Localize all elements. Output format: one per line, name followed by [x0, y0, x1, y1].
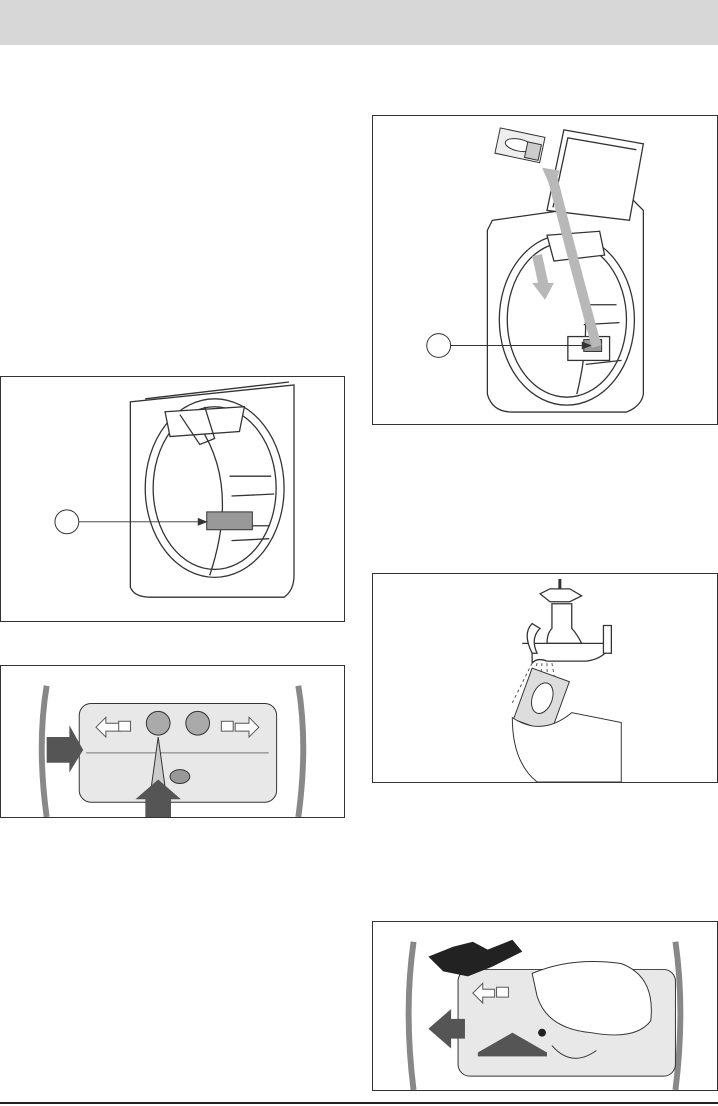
bottom-rule — [0, 1102, 718, 1104]
filter-lock-illustration — [373, 922, 717, 1090]
push-arrow-icon — [47, 725, 84, 772]
figure-dryer-filter-location — [0, 376, 345, 622]
page-header-bar — [0, 0, 718, 45]
filter-unlock-illustration — [1, 666, 344, 817]
filter-rinse-illustration — [373, 574, 717, 782]
callout-circle — [55, 510, 79, 534]
figure-dryer-filter-open — [372, 115, 718, 425]
dryer-closed-illustration — [1, 377, 344, 621]
figure-filter-unlock — [0, 665, 345, 818]
dryer-open-illustration — [373, 116, 717, 424]
removed-filter-icon — [495, 128, 545, 163]
figure-filter-lock — [372, 921, 718, 1091]
figure-filter-rinse — [372, 573, 718, 783]
callout-circle — [427, 334, 451, 358]
filter-location-icon — [207, 512, 253, 530]
